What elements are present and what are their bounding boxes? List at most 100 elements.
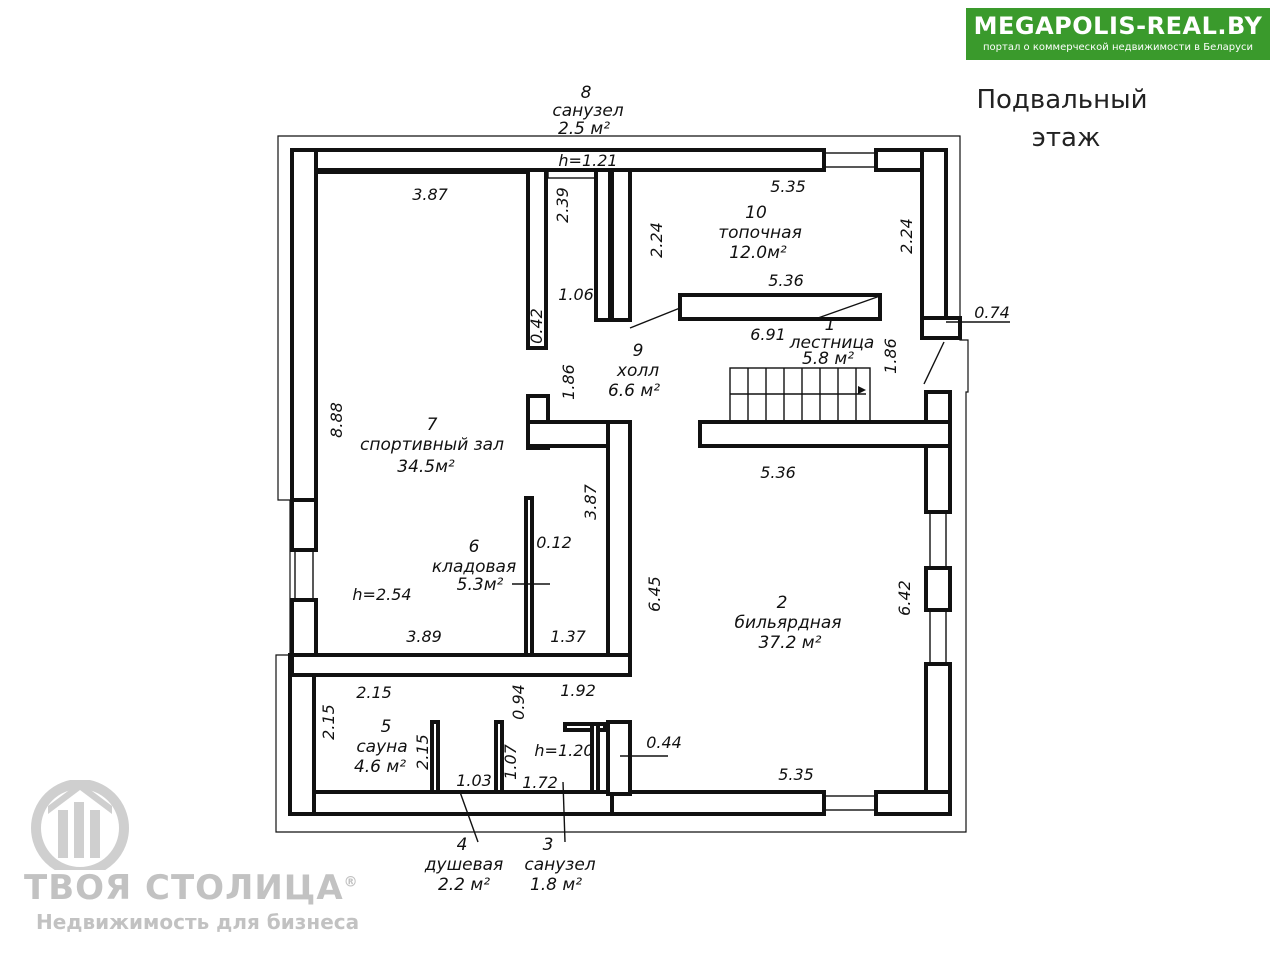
wall-boiler-bottom <box>678 293 882 321</box>
room-8-area: 2.5 м² <box>558 119 610 139</box>
room-2-num: 2 <box>777 593 788 613</box>
wall-gym-bottom <box>290 653 632 677</box>
dim-535-bottom: 5.35 <box>778 765 814 784</box>
room-10-area: 12.0м² <box>729 243 787 263</box>
wall-left-mid <box>290 498 318 552</box>
wall-boiler-left <box>610 168 632 322</box>
wall-left-lower <box>290 598 318 657</box>
dim-h254: h=2.54 <box>352 585 411 604</box>
room-6-name: кладовая <box>432 557 516 577</box>
wall-bottom-right2 <box>874 790 952 816</box>
dim-215-sauna: 2.15 <box>356 683 392 702</box>
floor-title-line1: Подвальный <box>976 85 1147 115</box>
wall-sauna-div <box>430 720 440 794</box>
leader-3 <box>562 781 566 843</box>
wall-gym-top <box>314 168 530 174</box>
dim-691: 6.91 <box>750 325 786 344</box>
window-top <box>823 152 877 168</box>
building-icon <box>31 780 129 870</box>
wall-gym-right <box>526 168 548 350</box>
dim-888: 8.88 <box>327 402 346 438</box>
wall-wc8-right <box>594 168 612 322</box>
wall-bottom-right <box>608 790 826 816</box>
dim-536-billiard: 5.36 <box>760 463 796 482</box>
window-left <box>294 549 314 601</box>
room-9-area: 6.6 м² <box>608 381 660 401</box>
dim-172: 1.72 <box>522 773 558 792</box>
room-3-name: санузел <box>524 855 595 875</box>
room-10-name: топочная <box>718 223 802 243</box>
watermark-logo: ТВОЯ СТОЛИЦА® Недвижимость для бизнеса <box>24 780 384 940</box>
brand-name: MEGAPOLIS-REAL.BY <box>973 12 1263 40</box>
wall-storage-right <box>606 420 632 672</box>
door-swing <box>923 341 945 385</box>
room-8-name: санузел <box>552 101 623 121</box>
room-5-name: сауна <box>356 737 407 757</box>
room-4-area: 2.2 м² <box>438 875 490 895</box>
wall-corridor <box>606 720 632 796</box>
dim-239: 2.39 <box>553 187 572 223</box>
window-bottom <box>823 795 877 811</box>
room-3-num: 3 <box>543 835 554 855</box>
room-5-area: 4.6 м² <box>354 757 406 777</box>
room-5-num: 5 <box>381 717 392 737</box>
stair-diagonal <box>817 295 881 319</box>
dim-h121: h=1.21 <box>558 151 617 170</box>
wall-left-upper <box>290 148 318 502</box>
room-2-name: бильярдная <box>735 613 842 633</box>
stairs <box>729 367 871 423</box>
wall-billiard-top <box>698 420 952 448</box>
dim-042: 0.42 <box>527 308 546 344</box>
brand-tagline: портал о коммерческой недвижимости в Бел… <box>983 42 1253 53</box>
room-4-name: душевая <box>424 855 504 875</box>
room-2-area: 37.2 м² <box>759 633 822 653</box>
leader-4 <box>459 791 479 843</box>
floor-title-line2: этаж <box>1032 123 1101 153</box>
dim-387-top: 3.87 <box>412 185 448 204</box>
room-1-area: 5.8 м² <box>802 349 854 369</box>
leader-9 <box>629 307 681 329</box>
window-right-2 <box>929 609 947 665</box>
dim-074: 0.74 <box>974 303 1010 322</box>
room-7-num: 7 <box>427 415 438 435</box>
dim-186-hall: 1.86 <box>559 364 578 400</box>
wall-shower-div <box>494 720 504 794</box>
room-1-num: 1 <box>825 315 836 335</box>
watermark-name: ТВОЯ СТОЛИЦА® <box>24 868 359 908</box>
dim-224-right: 2.24 <box>897 218 916 254</box>
dim-094: 0.94 <box>509 684 528 720</box>
dim-215-left: 2.15 <box>319 704 338 740</box>
dim-536-boiler: 5.36 <box>768 271 804 290</box>
room-8-num: 8 <box>581 83 592 103</box>
dim-012: 0.12 <box>536 533 572 552</box>
dim-389: 3.89 <box>406 627 442 646</box>
room-4-num: 4 <box>457 835 468 855</box>
dim-h120: h=1.20 <box>534 741 593 760</box>
wall-right-b <box>924 566 952 612</box>
room-7-name: спортивный зал <box>360 435 504 455</box>
dim-103: 1.03 <box>456 771 492 790</box>
window-right-1 <box>929 511 947 569</box>
dim-106: 1.06 <box>558 285 594 304</box>
wall-right-upper <box>920 148 948 337</box>
registered-mark: ® <box>343 874 359 891</box>
brand-logo: MEGAPOLIS-REAL.BY портал о коммерческой … <box>966 8 1270 60</box>
dim-137: 1.37 <box>550 627 586 646</box>
dim-107: 1.07 <box>501 743 520 779</box>
room-9-num: 9 <box>633 341 644 361</box>
room-6-area: 5.3м² <box>457 575 504 595</box>
dim-215-shower: 2.15 <box>413 734 432 770</box>
room-7-area: 34.5м² <box>397 457 455 477</box>
wall-right-a <box>924 390 952 514</box>
dim-044: 0.44 <box>646 733 682 752</box>
dim-642: 6.42 <box>895 580 914 616</box>
wall-storage-div <box>524 496 534 657</box>
dim-645: 6.45 <box>645 576 664 612</box>
watermark-tagline: Недвижимость для бизнеса <box>36 910 360 934</box>
dim-535-top: 5.35 <box>770 177 806 196</box>
wall-wc3-right <box>590 722 600 794</box>
room-10-num: 10 <box>745 203 767 223</box>
room-6-num: 6 <box>469 537 480 557</box>
room-9-name: холл <box>616 361 659 381</box>
